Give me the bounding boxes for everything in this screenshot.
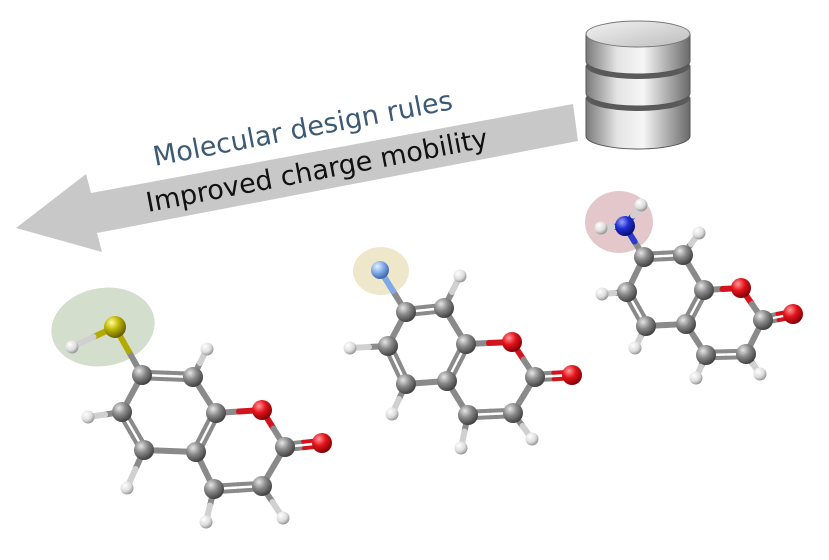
- oxygen-atom: [252, 400, 272, 420]
- oxygen-atom: [783, 304, 803, 324]
- database-icon: [585, 20, 691, 150]
- hydrogen-atom: [454, 441, 468, 455]
- carbon-atom: [673, 245, 693, 265]
- hydrogen-atom: [689, 371, 703, 385]
- carbon-atom: [204, 479, 224, 499]
- carbon-atom: [275, 437, 295, 457]
- carbon-atom: [396, 302, 416, 322]
- hydrogen-atom: [120, 481, 134, 495]
- carbon-atom: [636, 316, 656, 336]
- molecule-thiol-coumarin: [51, 287, 332, 529]
- oxygen-atom: [731, 278, 751, 298]
- hydrogen-atom: [199, 515, 213, 529]
- carbon-atom: [456, 334, 476, 354]
- arrow-left-icon: [16, 104, 578, 252]
- carbon-atom: [134, 440, 154, 460]
- carbon-atom: [617, 282, 637, 302]
- carbon-atom: [694, 280, 714, 300]
- oxygen-atom: [502, 332, 522, 352]
- carbon-atom: [378, 336, 398, 356]
- carbon-atom: [634, 247, 654, 267]
- hydrogen-atom: [525, 432, 539, 446]
- carbon-atom: [437, 371, 457, 391]
- carbon-atom: [132, 365, 152, 385]
- nitrogen-atom: [615, 216, 635, 236]
- hydrogen-atom: [692, 226, 706, 240]
- sulfur-atom: [104, 316, 126, 338]
- carbon-atom: [396, 374, 416, 394]
- carbon-atom: [112, 402, 132, 422]
- carbon-atom: [458, 405, 478, 425]
- carbon-atom: [183, 367, 203, 387]
- carbon-atom: [676, 314, 696, 334]
- carbon-atom: [736, 344, 756, 364]
- hydrogen-atom: [594, 221, 608, 235]
- oxygen-atom: [312, 433, 332, 453]
- carbon-atom: [503, 403, 523, 423]
- carbon-atom: [434, 298, 454, 318]
- hydrogen-atom: [65, 340, 79, 354]
- arrow-shape: [16, 104, 578, 252]
- hydrogen-atom: [343, 341, 357, 355]
- carbon-atom: [525, 367, 545, 387]
- hydrogen-atom: [81, 410, 95, 424]
- fluorine-atom: [371, 261, 389, 279]
- carbon-atom: [252, 476, 272, 496]
- hydrogen-atom: [276, 511, 290, 525]
- hydrogen-atom: [200, 342, 214, 356]
- hydrogen-atom: [634, 198, 648, 212]
- carbon-atom: [206, 403, 226, 423]
- hydrogen-atom: [453, 269, 467, 283]
- hydrogen-atom: [385, 407, 399, 421]
- hydrogen-atom: [595, 287, 609, 301]
- substituent-highlight: [51, 287, 155, 367]
- molecule-fluoro-coumarin: [343, 247, 582, 455]
- oxygen-atom: [562, 365, 582, 385]
- carbon-atom: [753, 310, 773, 330]
- carbon-atom: [186, 442, 206, 462]
- molecule-amino-coumarin: [585, 191, 803, 385]
- carbon-atom: [696, 345, 716, 365]
- hydrogen-atom: [628, 341, 642, 355]
- hydrogen-atom: [753, 367, 767, 381]
